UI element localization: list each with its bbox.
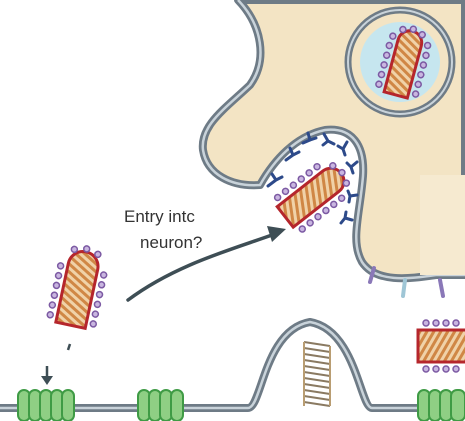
myelin-segment-2 bbox=[137, 389, 184, 421]
surface-proteins bbox=[368, 266, 445, 298]
down-arrow-icon bbox=[41, 366, 53, 385]
virion-binding-receptors bbox=[273, 162, 351, 233]
entry-caption-line-2: neuron? bbox=[140, 233, 202, 252]
myelin-segment-3 bbox=[417, 389, 465, 421]
cell-body-light-area bbox=[420, 175, 465, 275]
nucleocapsid-coil bbox=[303, 341, 331, 407]
dash-mark bbox=[66, 343, 72, 351]
receptors bbox=[266, 131, 359, 225]
entry-arrow bbox=[126, 226, 286, 302]
extracellular-virion bbox=[46, 245, 108, 331]
virion-right-edge bbox=[416, 319, 465, 373]
virion-in-endosome bbox=[375, 25, 432, 100]
myelin-segment-1 bbox=[17, 389, 75, 421]
entry-caption-line-1: Entry intc bbox=[124, 207, 195, 226]
